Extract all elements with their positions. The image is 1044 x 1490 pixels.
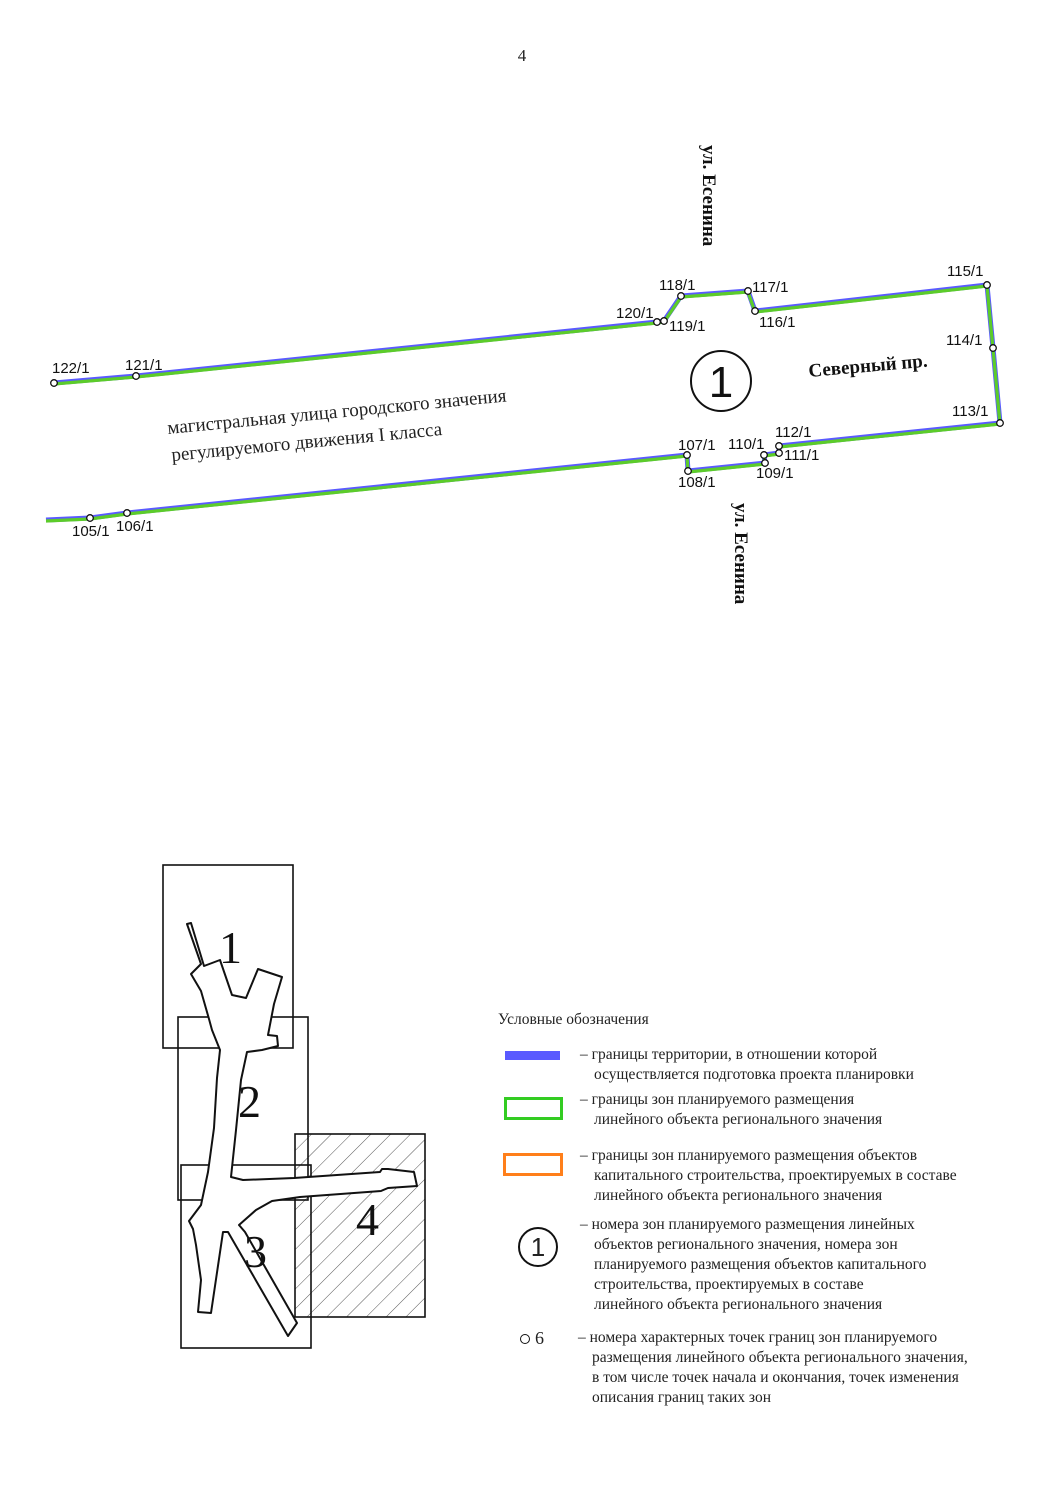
- sheet-3-frame: [180, 1164, 312, 1349]
- point-label: 113/1: [952, 403, 988, 420]
- legend-text: в том числе точек начала и окончания, то…: [592, 1369, 959, 1386]
- point-label: 109/1: [756, 465, 794, 482]
- sheet-label-1: 1: [219, 922, 242, 973]
- point-marker: [123, 509, 131, 517]
- legend-title: Условные обозначения: [498, 1011, 649, 1028]
- point-marker: [50, 379, 58, 387]
- point-label: 108/1: [678, 474, 716, 491]
- zone-boundary-line: [45, 284, 1002, 523]
- point-marker: [989, 344, 997, 352]
- sheet-label-2: 2: [238, 1076, 261, 1127]
- legend-text: – номера зон планируемого размещения лин…: [580, 1216, 915, 1233]
- point-marker: [683, 451, 691, 459]
- legend-text: – границы зон планируемого размещения об…: [580, 1147, 918, 1164]
- point-marker-icon: 6: [520, 1328, 600, 1348]
- legend-text: объектов регионального значения, номера …: [594, 1236, 898, 1253]
- point-label: 111/1: [784, 447, 819, 464]
- legend-text: капитального строительства, проектируемы…: [594, 1167, 957, 1184]
- point-label: 118/1: [659, 277, 695, 294]
- point-label: 107/1: [678, 437, 716, 454]
- point-label: 117/1: [752, 279, 788, 296]
- legend-text: строительства, проектируемых в составе: [594, 1276, 864, 1293]
- zone-number: 1: [709, 358, 733, 407]
- legend-text: линейного объекта регионального значения: [594, 1296, 883, 1313]
- page-number: 4: [517, 46, 527, 65]
- legend-text: – границы зон планируемого размещения: [580, 1091, 855, 1108]
- legend-text: планируемого размещения объектов капитал…: [594, 1256, 927, 1273]
- legend-text: – границы территории, в отношении которо…: [580, 1046, 878, 1063]
- point-marker: [677, 292, 685, 300]
- point-marker: [983, 281, 991, 289]
- street-label-severny: Северный пр.: [808, 351, 929, 382]
- point-marker: [132, 372, 140, 380]
- territory-boundary-line: [45, 282, 1003, 523]
- point-marker: [684, 467, 692, 475]
- point-marker: [775, 442, 783, 450]
- point-marker: [996, 419, 1004, 427]
- legend-text: осуществляется подготовка проекта планир…: [594, 1066, 914, 1083]
- point-marker: [744, 287, 752, 295]
- point-label: 114/1: [946, 332, 982, 349]
- point-label: 121/1: [125, 357, 163, 374]
- point-label: 119/1: [669, 318, 705, 335]
- zone-boundary: [45, 282, 1003, 523]
- legend-text: линейного объекта регионального значения: [594, 1187, 883, 1204]
- point-label: 120/1: [616, 305, 654, 322]
- street-label-esenina-bottom: ул. Есенина: [730, 503, 751, 605]
- point-marker: [660, 317, 668, 325]
- legend-text: описания границ таких зон: [592, 1389, 771, 1406]
- point-label: 112/1: [775, 424, 811, 441]
- point-label: 116/1: [759, 314, 795, 331]
- point-label: 105/1: [72, 523, 110, 540]
- territory-outline: [186, 922, 418, 1337]
- legend-text: – номера характерных точек границ зон пл…: [578, 1329, 938, 1346]
- point-label: 122/1: [52, 360, 90, 377]
- sheet-label-3: 3: [244, 1226, 267, 1277]
- legend-text: размещения линейного объекта регионально…: [592, 1349, 968, 1366]
- point-marker: [775, 449, 783, 457]
- point-label: 110/1: [728, 436, 764, 453]
- boundary-points: [50, 281, 1004, 522]
- point-labels: 122/1 121/1 120/1 119/1 118/1 117/1 116/…: [52, 263, 988, 540]
- sheet-label-4: 4: [356, 1194, 379, 1245]
- point-label: 115/1: [947, 263, 983, 280]
- zone-number-marker: 1: [690, 350, 752, 412]
- point-marker: [751, 307, 759, 315]
- sheet-4-frame: [294, 1133, 426, 1318]
- legend-text: линейного объекта регионального значения: [594, 1111, 883, 1128]
- street-label-esenina-top: ул. Есенина: [698, 145, 719, 247]
- point-marker: [86, 514, 94, 522]
- point-marker: [653, 318, 661, 326]
- sheet-index-inset: [162, 864, 426, 1349]
- point-marker: [761, 459, 769, 467]
- point-marker: [760, 451, 768, 459]
- point-label: 106/1: [116, 518, 154, 535]
